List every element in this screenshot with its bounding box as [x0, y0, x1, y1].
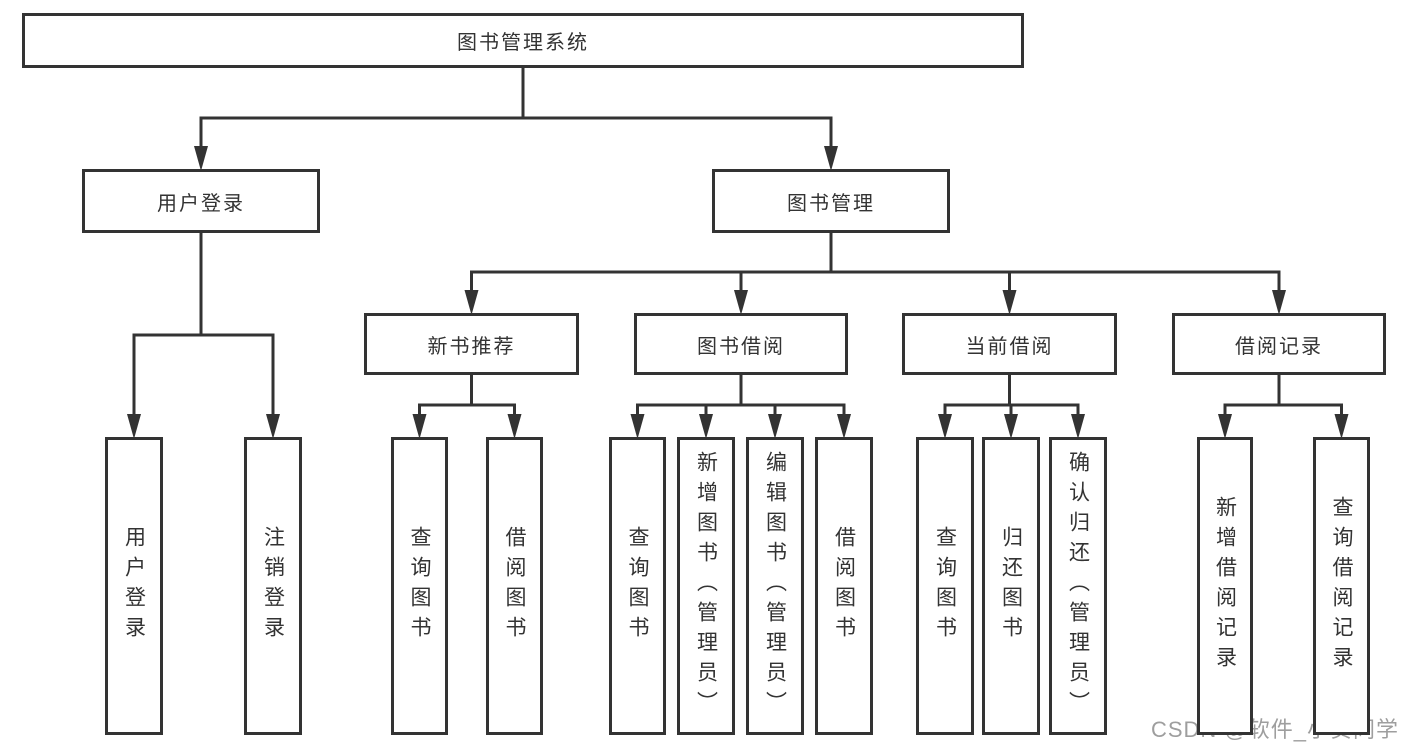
arrowhead-icon	[127, 414, 141, 439]
arrowhead-icon	[630, 414, 645, 439]
node-leaf-add-record: 新增借阅记录	[1197, 437, 1253, 735]
arrowhead-icon	[194, 146, 208, 171]
arrowhead-icon	[464, 290, 479, 315]
node-book-borrow: 图书借阅	[634, 313, 848, 375]
arrowhead-icon	[1218, 414, 1232, 439]
node-leaf-borrow-1: 借阅图书	[486, 437, 543, 735]
node-current-borrow: 当前借阅	[902, 313, 1117, 375]
arrowhead-icon	[824, 146, 838, 171]
arrowhead-icon	[1272, 290, 1286, 315]
node-leaf-user-login: 用户登录	[105, 437, 163, 735]
arrowhead-icon	[266, 414, 280, 439]
node-leaf-query-3: 查询图书	[916, 437, 974, 735]
node-leaf-edit-book: 编辑图书（管理员）	[746, 437, 804, 735]
arrowhead-icon	[412, 414, 427, 439]
arrowhead-icon	[768, 414, 782, 439]
node-root: 图书管理系统	[22, 13, 1024, 68]
arrowhead-icon	[1002, 290, 1017, 315]
node-leaf-query-2: 查询图书	[609, 437, 666, 735]
node-leaf-query-record: 查询借阅记录	[1313, 437, 1370, 735]
node-leaf-add-book: 新增图书（管理员）	[677, 437, 735, 735]
node-user-login: 用户登录	[82, 169, 320, 233]
node-borrow-records: 借阅记录	[1172, 313, 1386, 375]
arrowhead-icon	[1334, 414, 1349, 439]
arrowhead-icon	[938, 414, 952, 439]
node-leaf-logout: 注销登录	[244, 437, 302, 735]
arrowhead-icon	[1004, 414, 1018, 439]
node-new-book-rec: 新书推荐	[364, 313, 579, 375]
arrowhead-icon	[1071, 414, 1085, 439]
node-leaf-borrow-2: 借阅图书	[815, 437, 873, 735]
node-leaf-return: 归还图书	[982, 437, 1040, 735]
node-book-mgmt: 图书管理	[712, 169, 950, 233]
node-leaf-confirm-return: 确认归还（管理员）	[1049, 437, 1107, 735]
arrowhead-icon	[699, 414, 713, 439]
arrowhead-icon	[734, 290, 748, 315]
node-leaf-query-1: 查询图书	[391, 437, 448, 735]
arrowhead-icon	[837, 414, 851, 439]
arrowhead-icon	[507, 414, 522, 439]
